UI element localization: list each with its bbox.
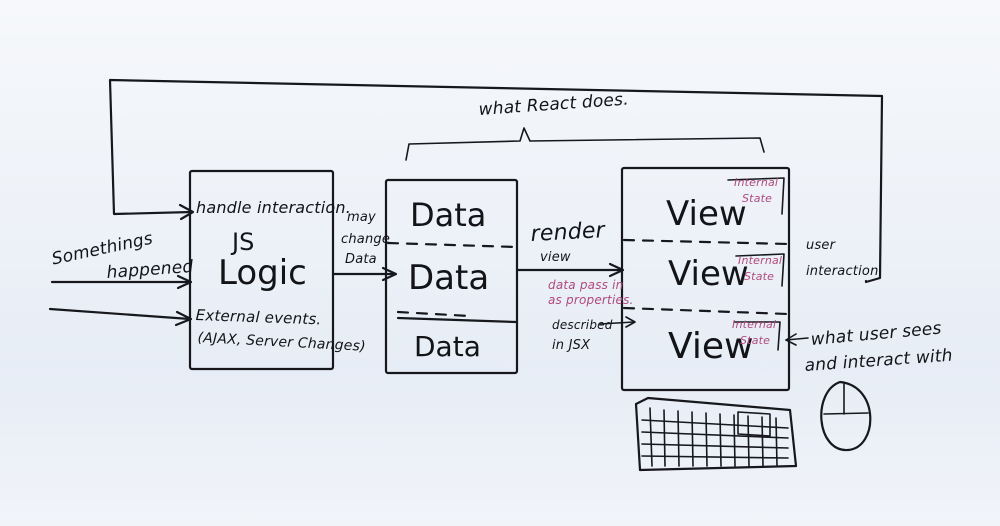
react-brace — [405, 127, 765, 161]
logic-label: Logic — [218, 253, 307, 293]
view-label-2: View — [668, 254, 749, 294]
event-arrowhead — [176, 274, 193, 290]
described-arrowhead — [625, 316, 636, 328]
change-data-arrowhead — [381, 266, 398, 282]
described-label: described — [552, 318, 613, 332]
state-bracket-1 — [727, 177, 785, 215]
render-view-label: view — [540, 250, 571, 265]
may-change-line1: may — [347, 210, 376, 225]
data-divider-1 — [386, 241, 518, 249]
may-change-line2: change — [341, 232, 391, 247]
handle-interaction-label: handle interaction. — [196, 198, 352, 217]
data-box — [384, 178, 519, 375]
user-sees-arrow — [785, 337, 809, 341]
view-box — [620, 166, 791, 392]
external-arrow — [48, 307, 192, 321]
internal-state-2b: State — [744, 270, 775, 283]
state-bracket-2 — [735, 253, 785, 287]
js-label: JS — [232, 228, 255, 256]
described-arrow — [599, 321, 635, 325]
internal-state-2a: Internal — [738, 254, 783, 267]
internal-state-3a: Internal — [732, 318, 777, 331]
view-divider-2 — [622, 306, 790, 316]
keyboard-icon — [634, 396, 798, 472]
user-sees-arrowhead — [785, 333, 797, 346]
user-interaction-line1: user — [806, 238, 836, 253]
internal-state-1b: State — [742, 192, 773, 205]
logic-box — [188, 169, 335, 371]
view-divider-1 — [622, 238, 790, 246]
in-jsx-label: in JSX — [552, 338, 591, 353]
internal-state-3b: State — [740, 334, 771, 347]
external-arrowhead — [174, 310, 193, 327]
feedback-loop-line — [108, 78, 884, 284]
data-label-2: Data — [408, 258, 490, 298]
data-pass-label-2: as properties. — [548, 293, 634, 307]
render-label: render — [530, 218, 606, 247]
feedback-arrowhead — [178, 203, 195, 221]
mouse-icon — [820, 380, 872, 452]
data-label-1: Data — [410, 196, 487, 234]
user-interaction-line2: interaction — [806, 264, 879, 279]
data-label-3: Data — [414, 330, 481, 363]
data-divider-2 — [396, 316, 518, 324]
data-divider-3 — [396, 310, 472, 318]
may-change-line3: Data — [345, 252, 377, 267]
view-label-3: View — [668, 326, 754, 367]
state-bracket-3 — [733, 321, 781, 351]
data-pass-label-1: data pass in — [548, 278, 624, 292]
view-label-1: View — [666, 194, 747, 234]
internal-state-1a: Internal — [734, 176, 779, 189]
